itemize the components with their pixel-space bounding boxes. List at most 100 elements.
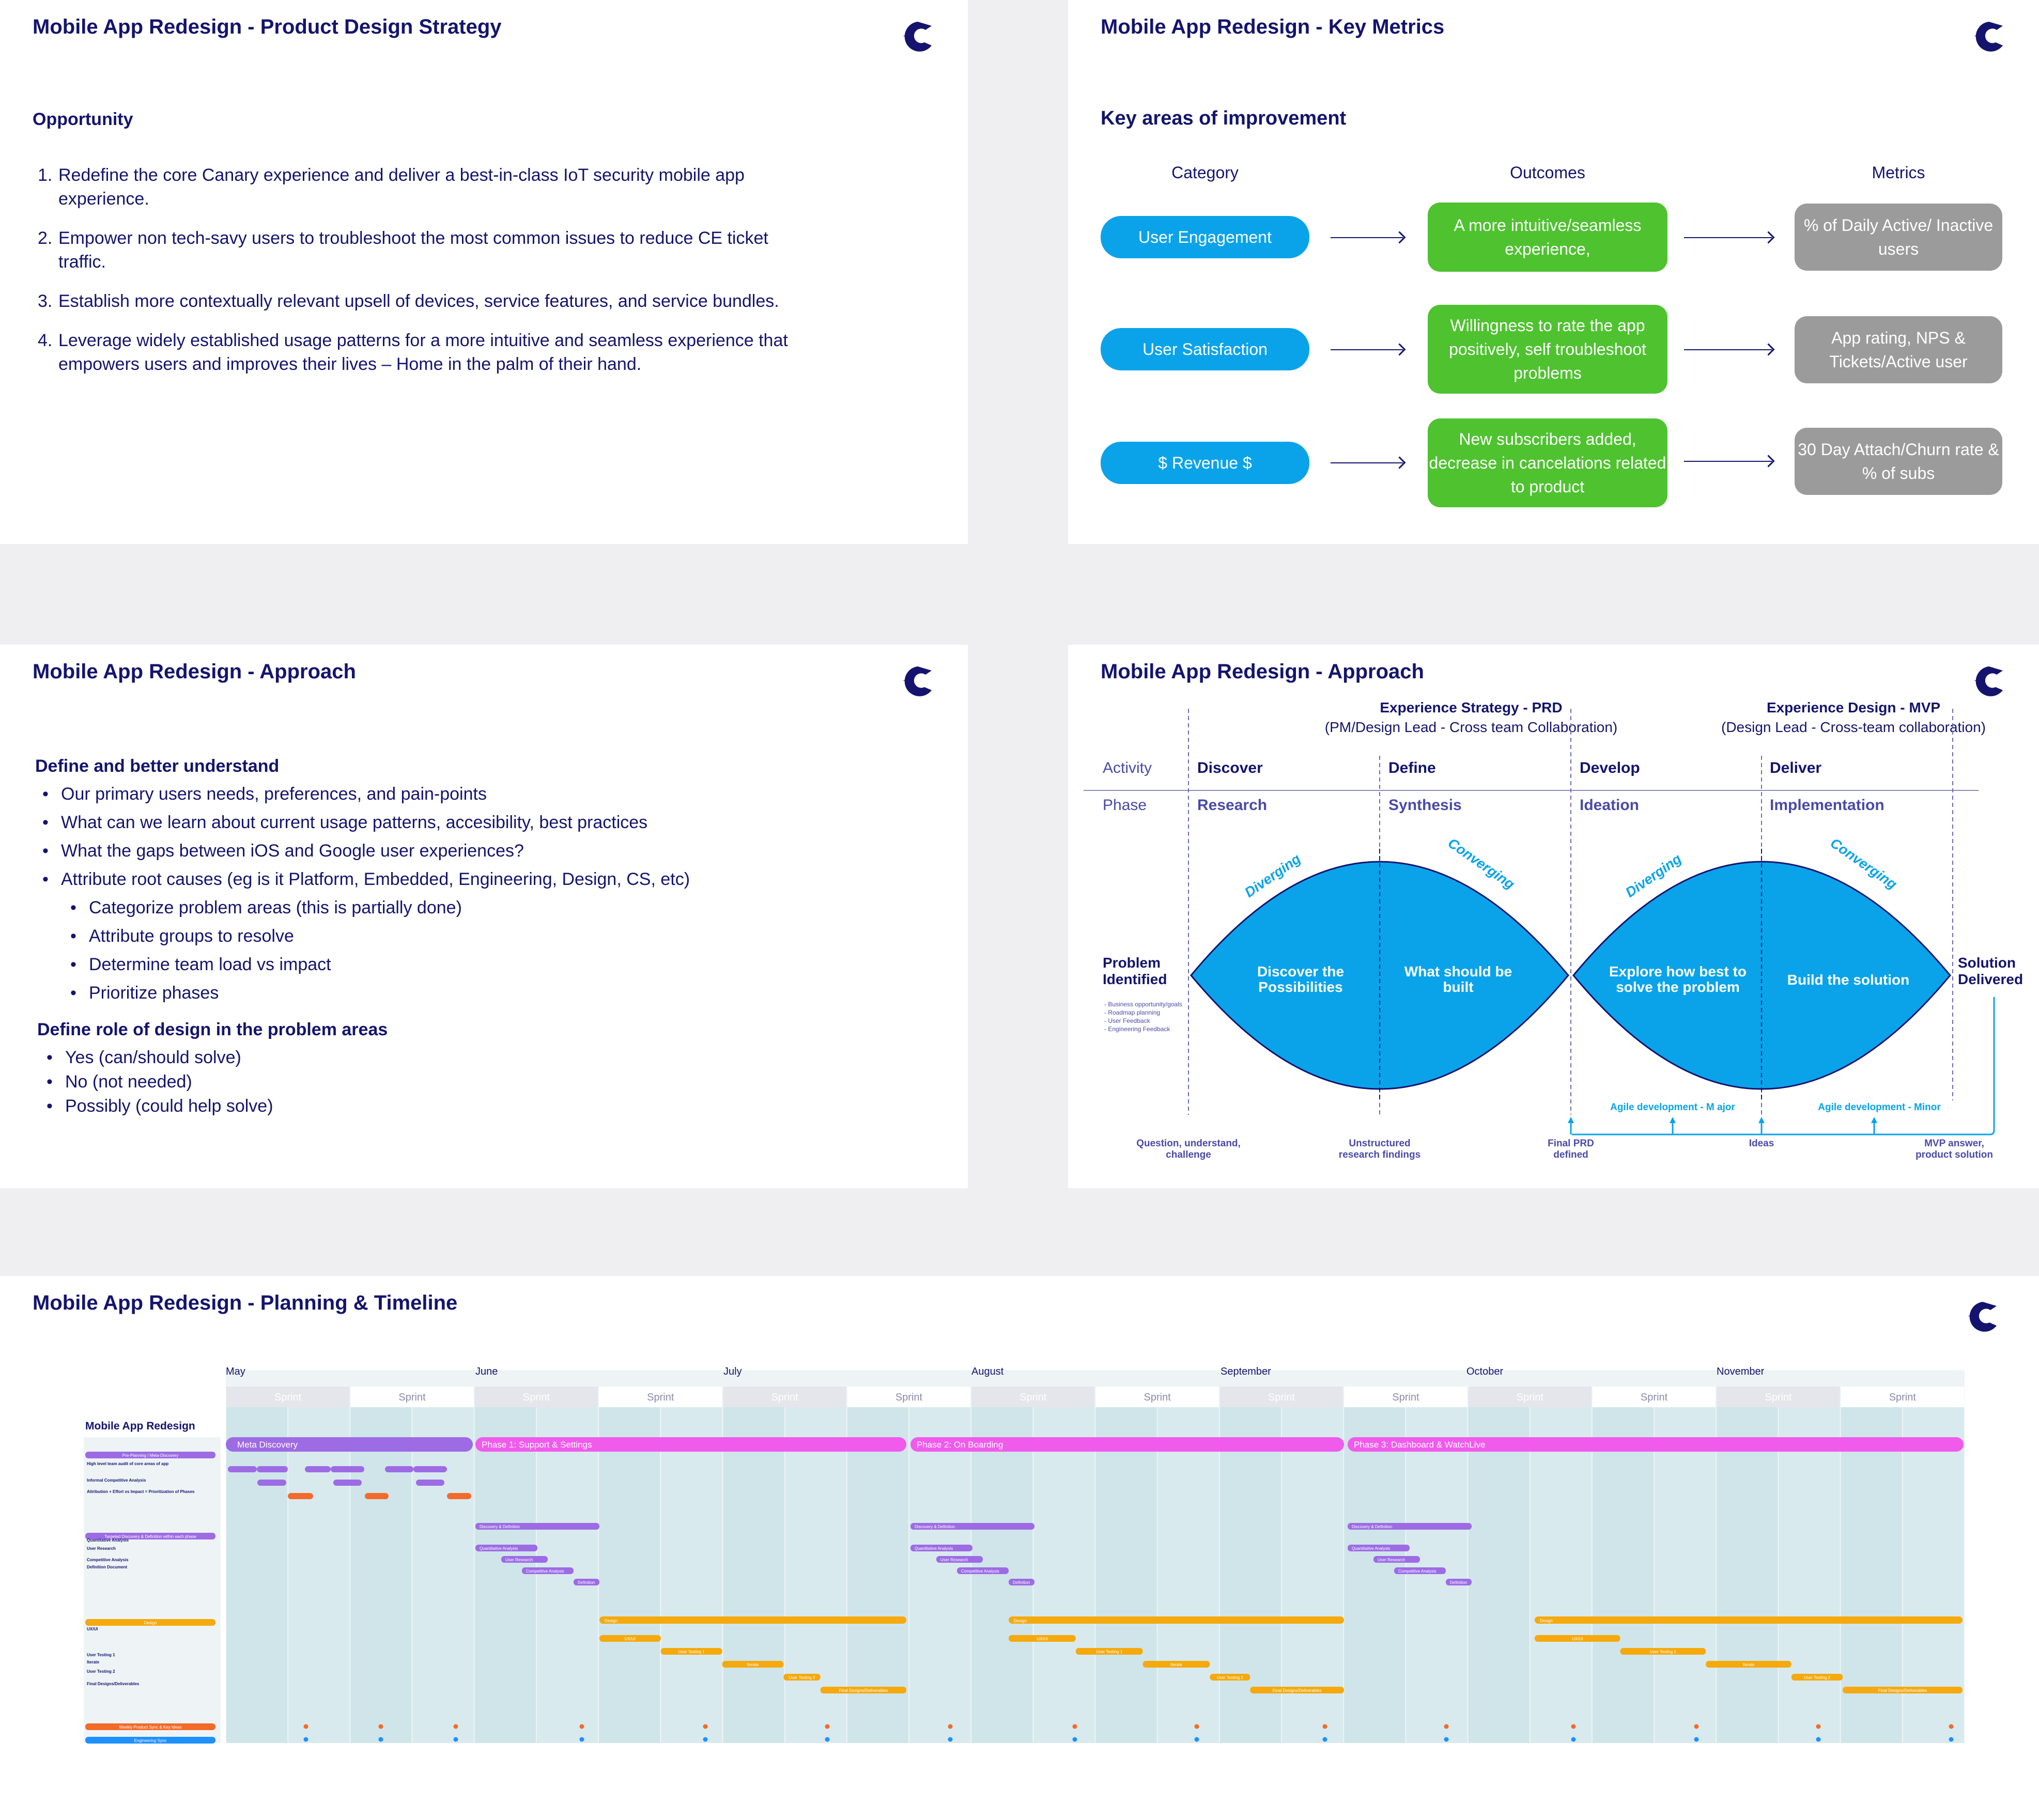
task-bar-label: User Research [505, 1558, 533, 1562]
design-bar-label: Design [1540, 1619, 1553, 1623]
sync-dot [1072, 1737, 1077, 1742]
arrow-right-icon [1684, 461, 1772, 462]
task-bar [385, 1466, 413, 1472]
bottom-label: Final PRD defined [1548, 1138, 1594, 1160]
task-tag-label: Engineering Sync [134, 1738, 167, 1743]
task-bar [257, 1480, 286, 1486]
sprint-label: Sprint [647, 1392, 674, 1403]
design-step-label: User Testing 2 [1804, 1675, 1831, 1680]
bullet-item: •What can we learn about current usage p… [42, 813, 648, 832]
design-step-bar [1535, 1635, 1620, 1642]
bottom-label: MVP answer, product solution [1916, 1138, 1993, 1160]
design-step-bar [1210, 1674, 1250, 1681]
strategy-title: Experience Strategy - PRD [1380, 699, 1563, 715]
sync-dot [1694, 1737, 1699, 1742]
sync-dot [579, 1737, 584, 1742]
sprint-header [474, 1387, 598, 1407]
month-label: July [723, 1366, 742, 1377]
agile-major-label: Agile development - M ajor [1610, 1102, 1735, 1113]
phase-bar [910, 1437, 1344, 1452]
sprint-label: Sprint [274, 1392, 302, 1403]
slide-title: Mobile App Redesign - Key Metrics [1101, 15, 1445, 38]
arrow-right-icon [1684, 349, 1772, 350]
slide-approach-text: Mobile App Redesign - Approach Define an… [0, 645, 968, 1188]
design-bar-label: Design [605, 1619, 617, 1623]
section-heading: Define role of design in the problem are… [37, 1020, 388, 1039]
bullet-item: •No (not needed) [47, 1072, 192, 1092]
task-bar [288, 1493, 313, 1499]
canary-logo-icon [900, 20, 936, 53]
sprint-label: Sprint [1765, 1392, 1792, 1403]
design-step-bar [722, 1661, 784, 1668]
sync-dot [825, 1724, 830, 1729]
task-bar [574, 1579, 599, 1585]
task-note: User Testing 1 [87, 1653, 115, 1657]
design-step-label: UX/UI [1572, 1637, 1583, 1641]
design-step-bar [1009, 1635, 1076, 1642]
task-bar [447, 1493, 471, 1499]
sprint-label: Sprint [1020, 1392, 1047, 1403]
task-note: High level team audit of core areas of a… [87, 1461, 168, 1466]
task-note: Attribution + Effort vs Impact = Priorit… [87, 1489, 195, 1494]
sync-dot [453, 1724, 458, 1729]
task-note: Iterate [87, 1660, 100, 1665]
sprint-header [1841, 1387, 1964, 1407]
bottom-label: Ideas [1749, 1138, 1774, 1149]
task-bar [365, 1493, 389, 1499]
design-step-bar [1706, 1661, 1791, 1668]
task-bar-label: Discovery & Definition [480, 1525, 520, 1529]
task-note: Final Designs/Deliverables [87, 1682, 140, 1686]
design-step-label: UX/UI [625, 1637, 636, 1641]
list-item: 2.Empower non tech-savy users to trouble… [38, 228, 768, 272]
sync-dot [1322, 1737, 1327, 1742]
task-note: User Testing 2 [87, 1669, 115, 1674]
sprint-header [350, 1387, 474, 1407]
sprint-header [1344, 1387, 1468, 1407]
sync-dot [579, 1724, 584, 1729]
canary-logo-icon [900, 664, 936, 698]
sync-dot [303, 1737, 308, 1742]
design-step-label: Iterate [1170, 1662, 1182, 1667]
phase-bar [226, 1437, 473, 1452]
design-step-label: Final Designs/Deliverables [839, 1688, 888, 1693]
design-step-label: Final Designs/Deliverables [1273, 1688, 1322, 1693]
task-bar [910, 1545, 972, 1551]
opportunity-heading: Opportunity [33, 110, 133, 129]
bottom-label: Question, understand, challenge [1136, 1138, 1241, 1160]
sync-dot [825, 1737, 830, 1742]
sprint-header [1095, 1387, 1219, 1407]
design-title: Experience Design - MVP [1766, 699, 1941, 715]
month-label: September [1221, 1366, 1271, 1377]
task-bar [413, 1466, 447, 1472]
task-bar [957, 1567, 1009, 1574]
design-bar-label: Design [1014, 1619, 1027, 1623]
sync-dot [303, 1724, 308, 1729]
metric-pill: % of Daily Active/ Inactive users [1795, 204, 2002, 271]
sprint-header [226, 1387, 350, 1407]
task-tag-label: Weekly Product Sync & Key Ideas [119, 1725, 181, 1730]
sprint-header [723, 1387, 846, 1407]
sync-dot [1194, 1724, 1199, 1729]
bullet-item: •Possibly (could help solve) [47, 1096, 273, 1116]
sprint-label: Sprint [1641, 1392, 1668, 1403]
sync-dot [1949, 1724, 1954, 1729]
bullet-item: •Our primary users needs, preferences, a… [42, 784, 487, 804]
phase-research: Research [1197, 797, 1268, 814]
task-bar-label: Definition [1013, 1580, 1030, 1585]
column-header-category: Category [1171, 163, 1239, 182]
arrow-right-icon [1684, 237, 1772, 238]
task-bar [333, 1480, 362, 1486]
task-bar [1446, 1579, 1472, 1585]
design-step-bar [1620, 1648, 1706, 1655]
slide-product-design-strategy: Mobile App Redesign - Product Design Str… [0, 0, 968, 544]
task-column [84, 1437, 221, 1743]
metric-pill: 30 Day Attach/Churn rate & % of subs [1795, 428, 2002, 495]
task-tag [85, 1533, 215, 1539]
task-bar [416, 1480, 444, 1486]
slide-title: Mobile App Redesign - Approach [33, 660, 356, 683]
sprint-label: Sprint [1268, 1392, 1295, 1403]
task-bar-label: Competitive Analysis [526, 1569, 564, 1574]
solution-delivered-label: Solution Delivered [1958, 955, 2023, 987]
slide-approach-diamond: Mobile App Redesign - Approach Experienc… [1068, 645, 2039, 1188]
phase-bar [1348, 1437, 1964, 1452]
